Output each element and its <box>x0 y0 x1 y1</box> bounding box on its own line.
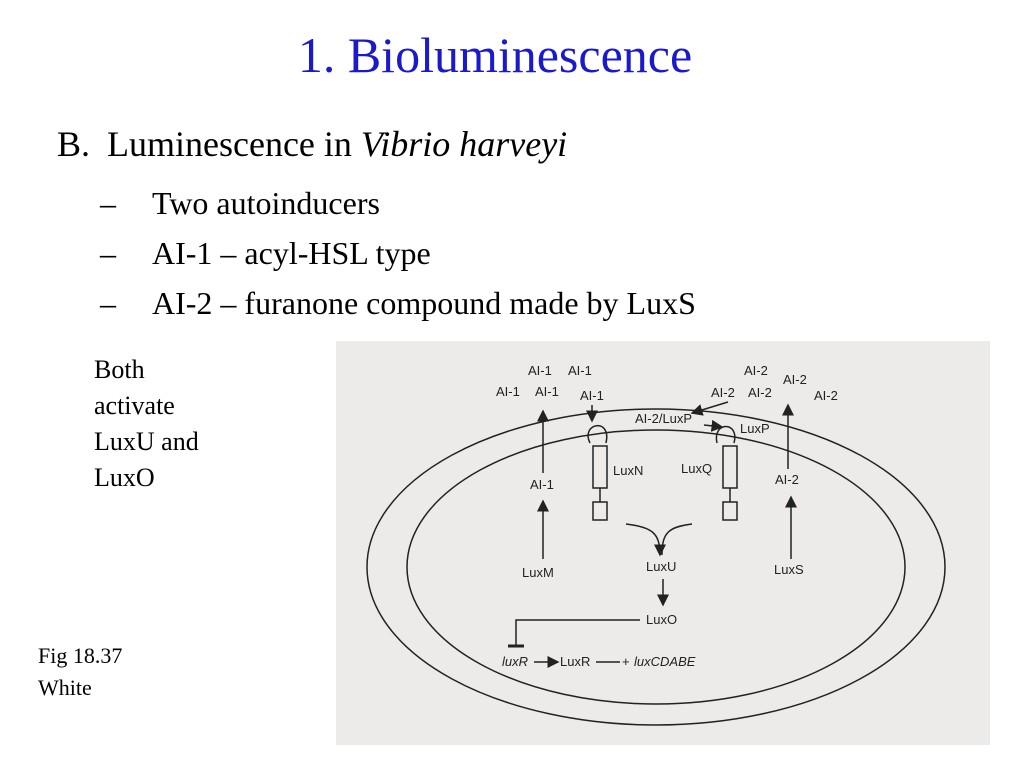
section-heading-text: Luminescence in <box>107 124 361 164</box>
side-note: Both activate LuxU and LuxO <box>94 352 254 496</box>
luxn-label: LuxN <box>613 463 643 478</box>
receptors-to-luxu-arrow <box>625 523 666 557</box>
operon-label: luxCDABE <box>634 654 696 669</box>
ai1-label: AI-1 <box>580 388 604 403</box>
luxq-receptor-body <box>722 445 738 489</box>
bullet-dash: – <box>100 185 116 221</box>
figure-caption-line: White <box>38 675 92 700</box>
section-heading: B. Luminescence in Vibrio harveyi <box>57 126 567 162</box>
ai1-label: AI-1 <box>528 363 552 378</box>
quorum-sensing-diagram: AI-1 AI-1 AI-1 AI-1 AI-1 AI-2 AI-2 AI-2 … <box>336 341 990 745</box>
ai2-label: AI-2 <box>783 372 807 387</box>
side-note-line: activate <box>94 391 175 420</box>
ai2-inner-label: AI-2 <box>775 472 799 487</box>
bullet-text: AI-1 – acyl-HSL type <box>152 235 431 271</box>
luxo-repression-line <box>515 619 640 645</box>
bullet-item: –Two autoinducers <box>100 178 696 228</box>
outer-membrane <box>366 408 946 726</box>
ai2-luxp-complex-label: AI-2/LuxP <box>635 411 692 426</box>
luxp-label: LuxP <box>740 421 770 436</box>
luxn-receptor-domain <box>592 501 608 521</box>
side-note-line: Both <box>94 355 145 384</box>
luxq-label: LuxQ <box>681 461 712 476</box>
ai2-label: AI-2 <box>744 363 768 378</box>
complex-to-luxp-arrow <box>703 419 724 432</box>
receptors-to-luxu-arrow <box>661 523 693 556</box>
luxq-receptor-domain <box>722 501 738 521</box>
luxn-receptor-body <box>592 445 608 489</box>
bullet-text: AI-2 – furanone compound made by LuxS <box>152 285 696 321</box>
figure-caption: Fig 18.37 White <box>38 640 122 704</box>
figure-caption-line: Fig 18.37 <box>38 643 123 668</box>
inner-membrane <box>406 429 906 705</box>
ai2-label: AI-2 <box>748 385 772 400</box>
bullet-item: –AI-1 – acyl-HSL type <box>100 228 696 278</box>
section-number: B. <box>57 124 91 164</box>
ai1-label: AI-1 <box>568 363 592 378</box>
ai1-label: AI-1 <box>535 384 559 399</box>
ai1-label: AI-1 <box>496 384 520 399</box>
luxs-label: LuxS <box>774 562 804 577</box>
bullet-list: –Two autoinducers –AI-1 – acyl-HSL type … <box>100 178 696 328</box>
luxr-protein-label: LuxR <box>560 654 590 669</box>
side-note-line: LuxU and <box>94 427 199 456</box>
luxn-receptor-loop <box>587 425 608 444</box>
bullet-dash: – <box>100 285 116 321</box>
activation-plus: + <box>622 654 630 669</box>
luxu-label: LuxU <box>646 559 676 574</box>
slide-title: 1. Bioluminescence <box>297 27 693 83</box>
ai2-label: AI-2 <box>711 385 735 400</box>
ai2-to-luxp-arrow <box>690 401 729 416</box>
luxm-label: LuxM <box>522 565 554 580</box>
bullet-text: Two autoinducers <box>152 185 380 221</box>
bullet-dash: – <box>100 235 116 271</box>
organism-name: Vibrio harveyi <box>360 124 568 164</box>
bullet-item: –AI-2 – furanone compound made by LuxS <box>100 278 696 328</box>
ai2-label: AI-2 <box>814 388 838 403</box>
luxr-gene-label: luxR <box>502 654 528 669</box>
luxo-label: LuxO <box>646 612 677 627</box>
diagram-svg: AI-1 AI-1 AI-1 AI-1 AI-1 AI-2 AI-2 AI-2 … <box>366 363 946 726</box>
ai1-inner-label: AI-1 <box>530 477 554 492</box>
luxq-receptor-loop <box>715 425 736 444</box>
side-note-line: LuxO <box>94 463 155 492</box>
